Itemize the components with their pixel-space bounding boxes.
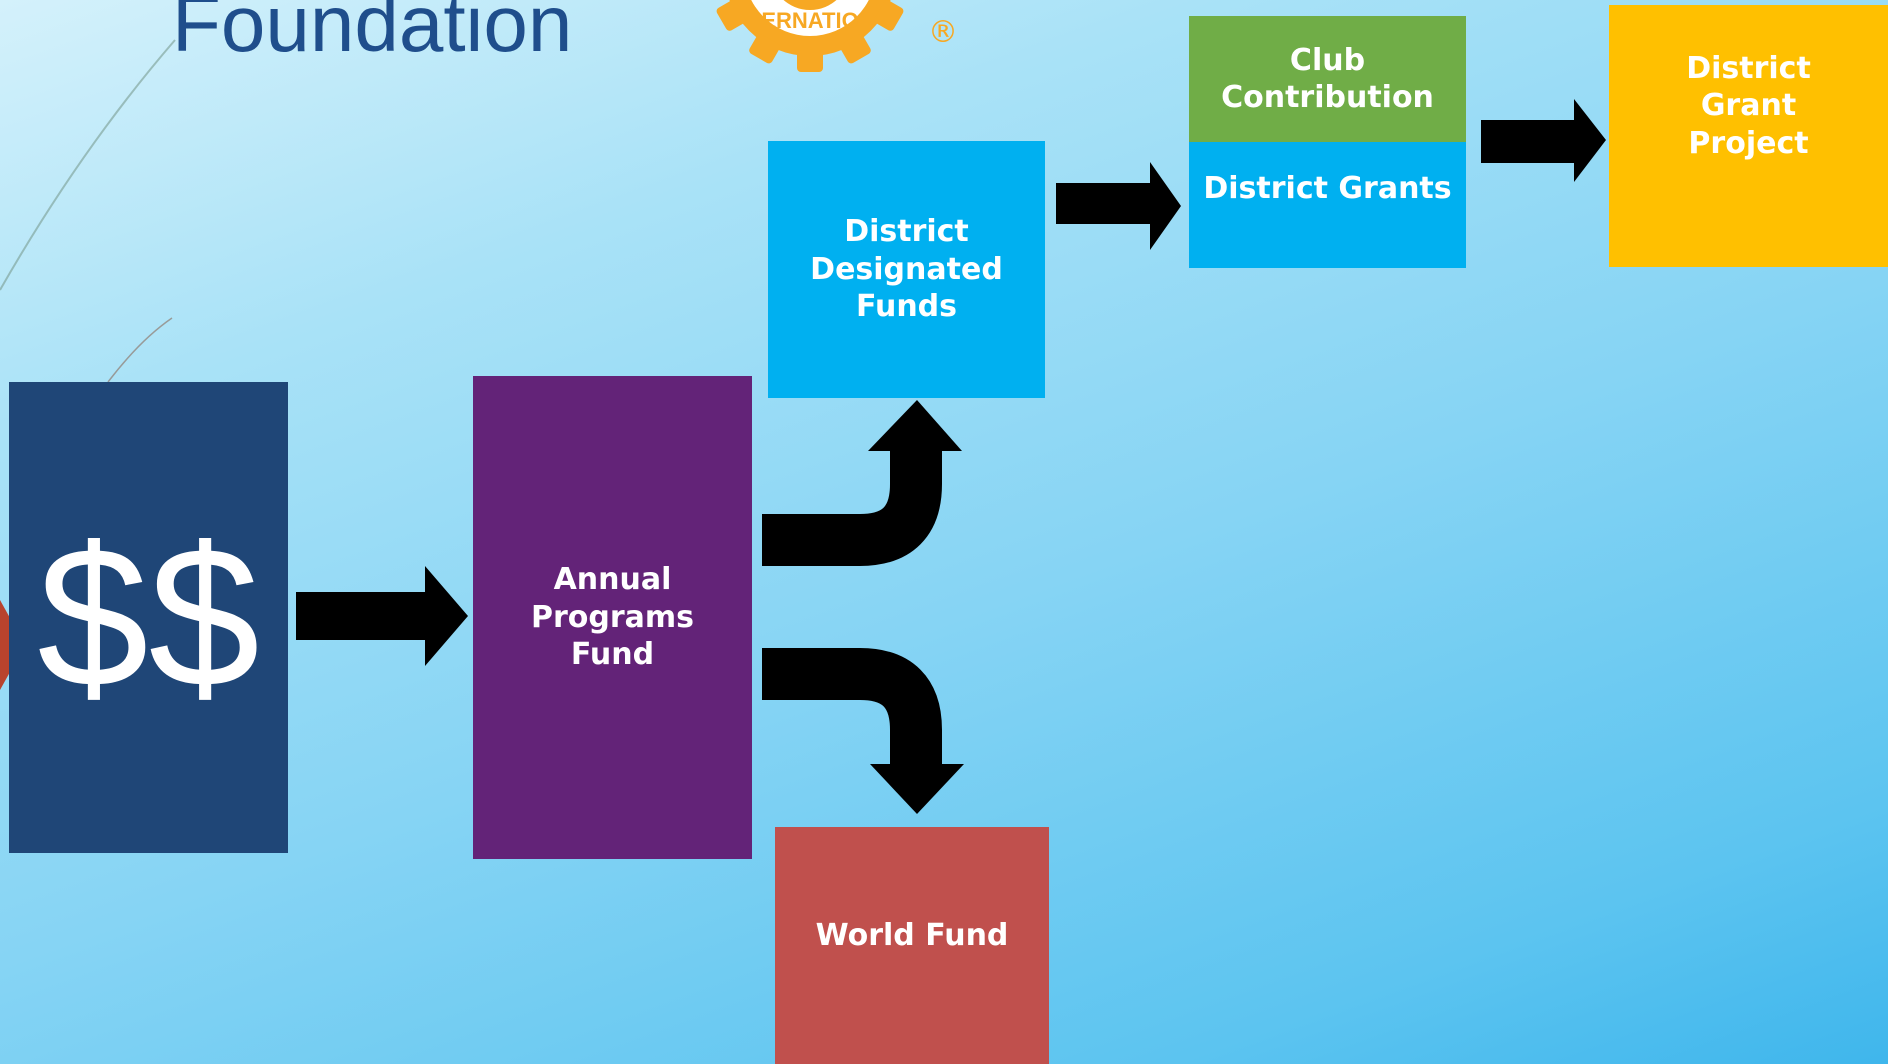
district-grants-box: District Grants [1189, 142, 1466, 268]
arrow-money-to-annual [296, 566, 468, 666]
arrow-head-down [870, 764, 964, 814]
money-label: $$ [37, 505, 260, 729]
arrow-grants-to-project [1481, 99, 1606, 182]
district-designated-funds-box: District Designated Funds [768, 141, 1045, 398]
world-fund-label: World Fund [815, 917, 1009, 953]
arrow-head-up [868, 400, 962, 451]
annual-programs-fund-box: Annual Programs Fund [473, 376, 752, 859]
red-accent-shape [0, 600, 10, 690]
page-title: Foundation [172, 0, 573, 68]
club-contribution-label: Club Contribution [1221, 42, 1434, 116]
money-box: $$ [9, 382, 288, 853]
club-contribution-box: Club Contribution [1189, 16, 1466, 142]
arrow-annual-to-world-curve [762, 648, 942, 768]
annual-programs-fund-label: Annual Programs Fund [530, 562, 695, 673]
logo-arc-text: ERNATIO [761, 8, 858, 33]
registered-mark: ® [928, 15, 958, 50]
district-grant-project-label: District Grant Project [1686, 50, 1811, 161]
district-grants-label: District Grants [1203, 171, 1452, 207]
arrow-annual-to-designated-curve [762, 446, 942, 566]
arrow-designated-to-grants [1056, 162, 1181, 250]
district-grant-project-box: District Grant Project [1609, 5, 1888, 267]
world-fund-box: World Fund [775, 827, 1049, 1064]
district-designated-funds-label: District Designated Funds [810, 214, 1003, 325]
